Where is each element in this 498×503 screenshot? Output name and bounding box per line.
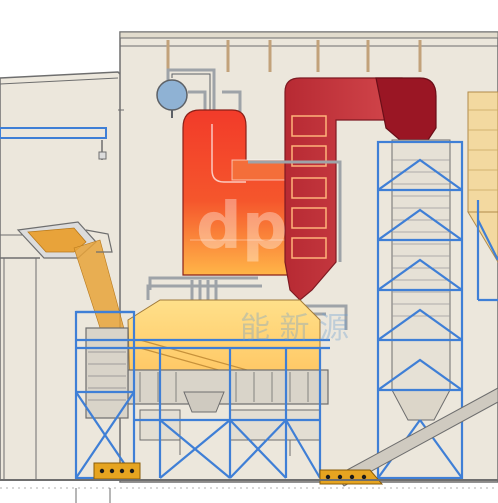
- fuel-feeder: [16, 221, 129, 419]
- flue-gas-duct: [284, 77, 437, 318]
- steam-system: [156, 68, 242, 140]
- watermark-text: 能 新 源: [240, 311, 349, 346]
- watermark-logo: dp: [196, 190, 288, 264]
- steam-drum: [156, 79, 188, 111]
- ground-line: [0, 479, 498, 503]
- ash-silo: [467, 91, 498, 302]
- ash-hopper: [183, 391, 225, 413]
- crane-rail: [0, 127, 107, 139]
- feed-chute: [85, 327, 129, 419]
- roof-hangers: [166, 40, 422, 72]
- watermark: dp 能 新 源: [196, 190, 349, 346]
- crane-hook-icon: [98, 151, 107, 160]
- boiler-furnace: [182, 109, 291, 276]
- ash-conveyor-left: [93, 462, 141, 480]
